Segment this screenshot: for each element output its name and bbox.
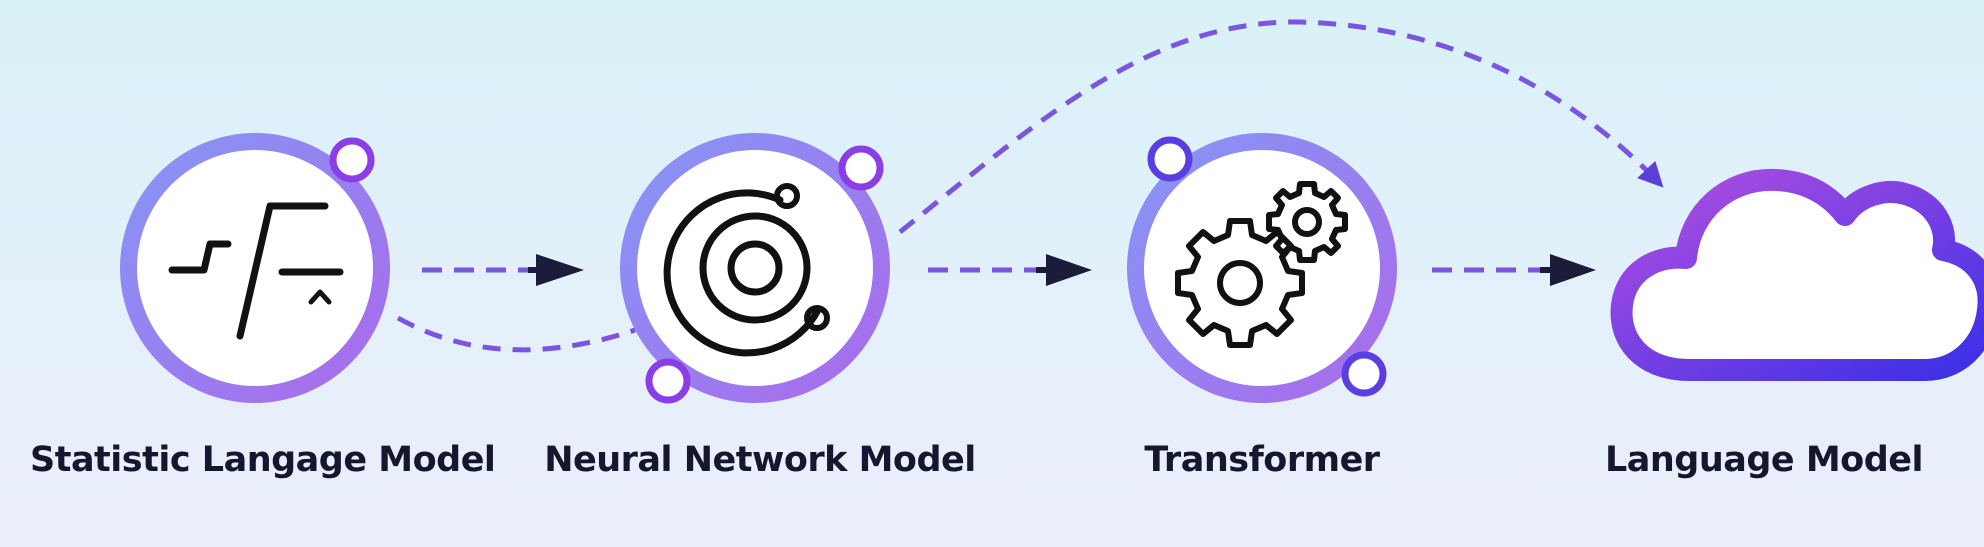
node-connector-dot (645, 358, 691, 404)
node-connector-dot (1147, 136, 1193, 182)
node-connector-dot (329, 137, 375, 183)
label-statistic-language-model: Statistic Langage Model (30, 440, 496, 480)
node-statistic-language-model (120, 133, 390, 403)
orbit-rings-icon (663, 183, 830, 357)
label-neural-network-model: Neural Network Model (544, 440, 976, 480)
gears-icon (1175, 181, 1348, 348)
curve-statistic-to-neural (396, 315, 636, 353)
node-language-model (1610, 168, 1984, 381)
arrow-statistic-to-neural (422, 254, 584, 286)
node-connector-dot (1341, 351, 1387, 397)
arrow-neural-to-transformer (928, 254, 1092, 286)
cloud-icon (1610, 168, 1984, 381)
label-transformer: Transformer (1144, 440, 1380, 480)
node-transformer (1127, 133, 1397, 403)
curve-neural-to-llm (898, 19, 1664, 234)
label-language-model: Language Model (1604, 440, 1924, 480)
node-neural-network-model (620, 133, 890, 404)
node-connector-dot (838, 145, 884, 191)
step-function-icon (168, 202, 344, 340)
arrow-transformer-to-llm (1432, 254, 1596, 286)
